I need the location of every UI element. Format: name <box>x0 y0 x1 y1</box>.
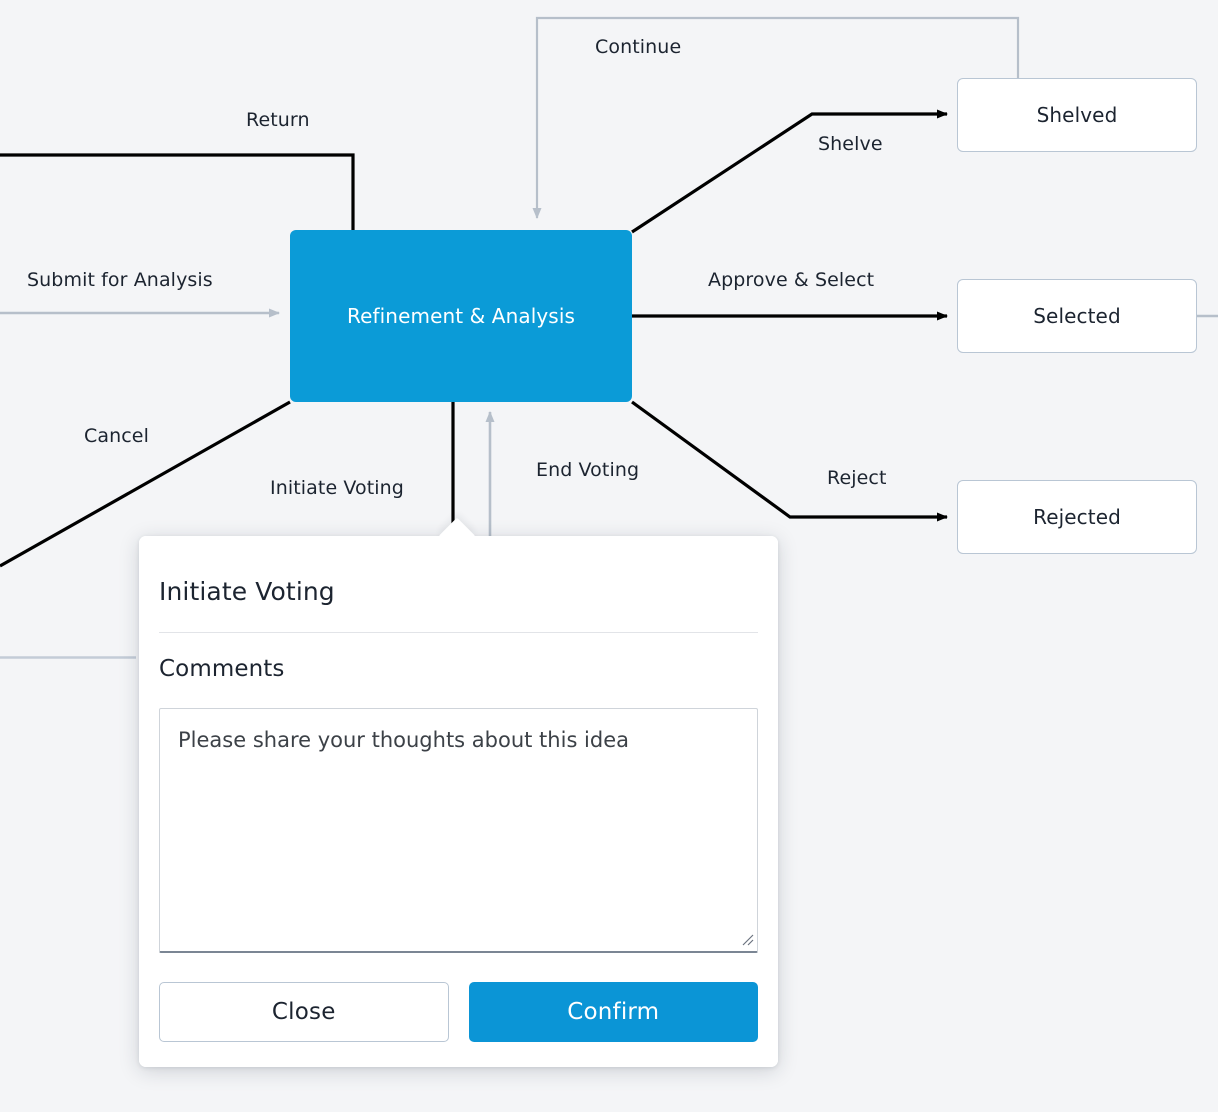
edge-label-submit-for-analysis: Submit for Analysis <box>27 269 213 291</box>
edge-label-approve-and-select: Approve & Select <box>708 269 875 291</box>
confirm-button[interactable]: Confirm <box>468 982 758 1042</box>
dialog-divider <box>159 632 758 633</box>
edge-return <box>0 153 355 230</box>
node-refinement-and-analysis[interactable]: Refinement & Analysis <box>290 230 632 402</box>
close-button[interactable]: Close <box>159 982 449 1042</box>
node-label: Refinement & Analysis <box>347 304 575 328</box>
node-label: Rejected <box>1033 505 1121 529</box>
edge-label-cancel: Cancel <box>84 425 149 447</box>
edge-label-reject: Reject <box>827 467 887 489</box>
initiate-voting-dialog[interactable]: Initiate Voting Comments Close Confirm <box>139 517 778 1067</box>
edge-label-end-voting: End Voting <box>536 459 640 481</box>
edge-label-return: Return <box>246 109 310 131</box>
comments-label: Comments <box>159 656 285 682</box>
edge-shelve <box>631 109 948 234</box>
dialog-body: Initiate Voting Comments Close Confirm <box>139 536 778 1067</box>
edge-label-continue: Continue <box>595 36 682 58</box>
edge-label-shelve: Shelve <box>818 133 883 155</box>
node-label: Shelved <box>1036 103 1118 127</box>
dialog-action-bar: Close Confirm <box>159 982 758 1042</box>
comments-textarea[interactable] <box>159 708 758 953</box>
comments-field-wrapper <box>159 708 758 957</box>
node-label: Selected <box>1033 304 1121 328</box>
node-selected[interactable]: Selected <box>957 279 1197 353</box>
edge-label-initiate-voting: Initiate Voting <box>270 477 404 499</box>
node-rejected[interactable]: Rejected <box>957 480 1197 554</box>
node-shelved[interactable]: Shelved <box>957 78 1197 152</box>
edge-reject <box>631 400 948 522</box>
dialog-title: Initiate Voting <box>159 577 335 606</box>
